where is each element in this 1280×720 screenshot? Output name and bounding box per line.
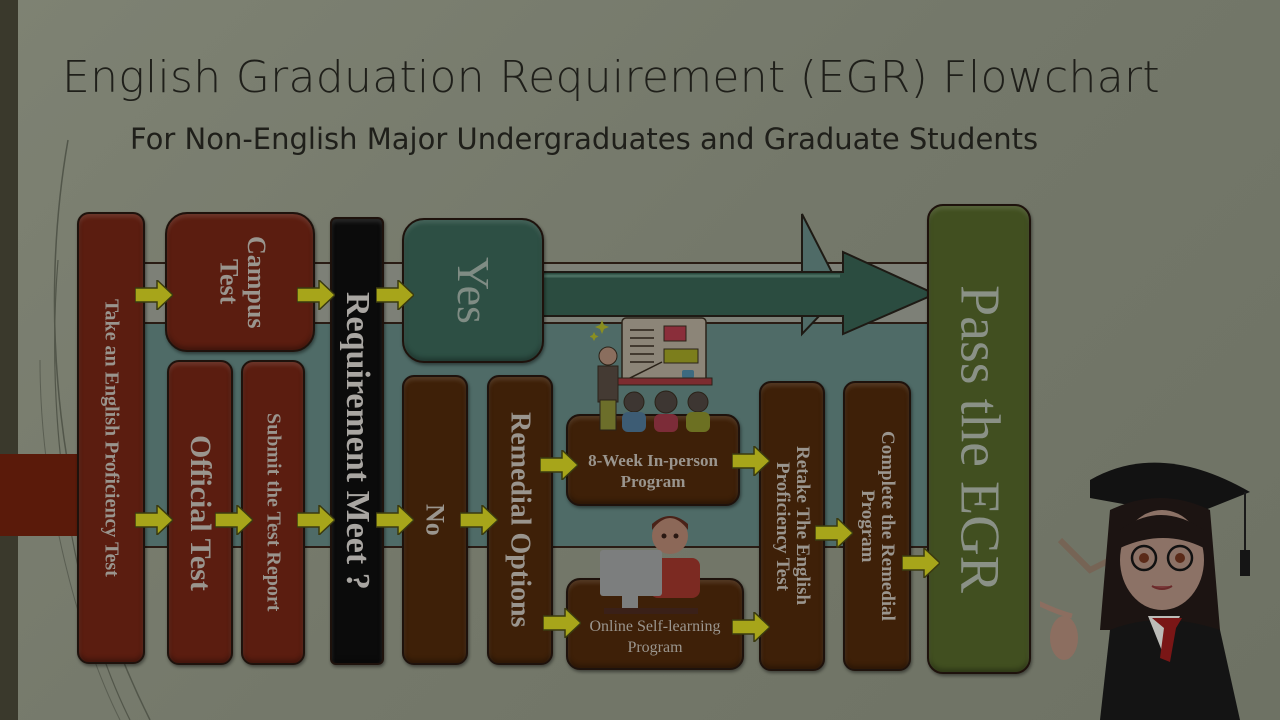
- decision-label: Requirement Meet ?: [338, 292, 376, 590]
- submit-report-label: Submit the Test Report: [262, 413, 285, 612]
- arrow-submit-to-decision: [297, 505, 335, 535]
- arrow-official-to-submit: [215, 505, 253, 535]
- classroom-illustration: [590, 317, 713, 432]
- start-label: Take an English Proficiency Test: [100, 299, 123, 577]
- remedial-options-box[interactable]: Remedial Options: [487, 375, 553, 665]
- yes-label: Yes: [448, 257, 500, 324]
- yes-to-pass-arrow: [540, 213, 938, 337]
- arrow-inperson-to-retake: [732, 446, 770, 476]
- page-subtitle: For Non-English Major Undergraduates and…: [130, 122, 1039, 156]
- campus-test-box[interactable]: Campus Test: [165, 212, 315, 352]
- online-line1: Online Self-learning: [589, 618, 721, 636]
- graduate-mascot-illustration: [1040, 462, 1250, 720]
- arrow-retake-to-complete: [815, 518, 853, 548]
- no-label: No: [420, 504, 450, 536]
- arrow-remedial-to-online: [543, 608, 581, 638]
- online-learner-illustration: [600, 516, 700, 614]
- in-person-line2: Program: [620, 472, 686, 491]
- arrow-no-to-remedial: [460, 505, 498, 535]
- arrow-remedial-to-inperson: [540, 450, 578, 480]
- decision-box[interactable]: Requirement Meet ?: [330, 217, 384, 665]
- arrow-decision-to-no: [376, 505, 414, 535]
- remedial-options-label: Remedial Options: [504, 412, 536, 628]
- in-person-line1: 8-Week In-person: [588, 450, 718, 470]
- arrow-start-to-campus: [135, 280, 173, 310]
- campus-test-label: Campus Test: [214, 235, 271, 329]
- official-test-label: Official Test: [183, 434, 217, 591]
- arrow-decision-to-yes: [376, 280, 414, 310]
- pass-egr-box[interactable]: Pass the EGR: [927, 204, 1031, 674]
- arrow-online-to-retake: [732, 612, 770, 642]
- left-accent-bar: [0, 0, 18, 720]
- yes-box[interactable]: Yes: [402, 218, 544, 363]
- in-person-program-box[interactable]: 8-Week In-person Program: [566, 414, 740, 506]
- left-red-tab: [0, 454, 80, 536]
- arrow-start-to-official: [135, 505, 173, 535]
- arrow-complete-to-pass: [902, 548, 940, 578]
- page-title: English Graduation Requirement (EGR) Flo…: [62, 52, 1160, 103]
- online-line2: Program: [627, 639, 683, 656]
- start-box[interactable]: Take an English Proficiency Test: [77, 212, 145, 664]
- arrow-campus-to-decision: [297, 280, 335, 310]
- pass-label: Pass the EGR: [948, 285, 1011, 593]
